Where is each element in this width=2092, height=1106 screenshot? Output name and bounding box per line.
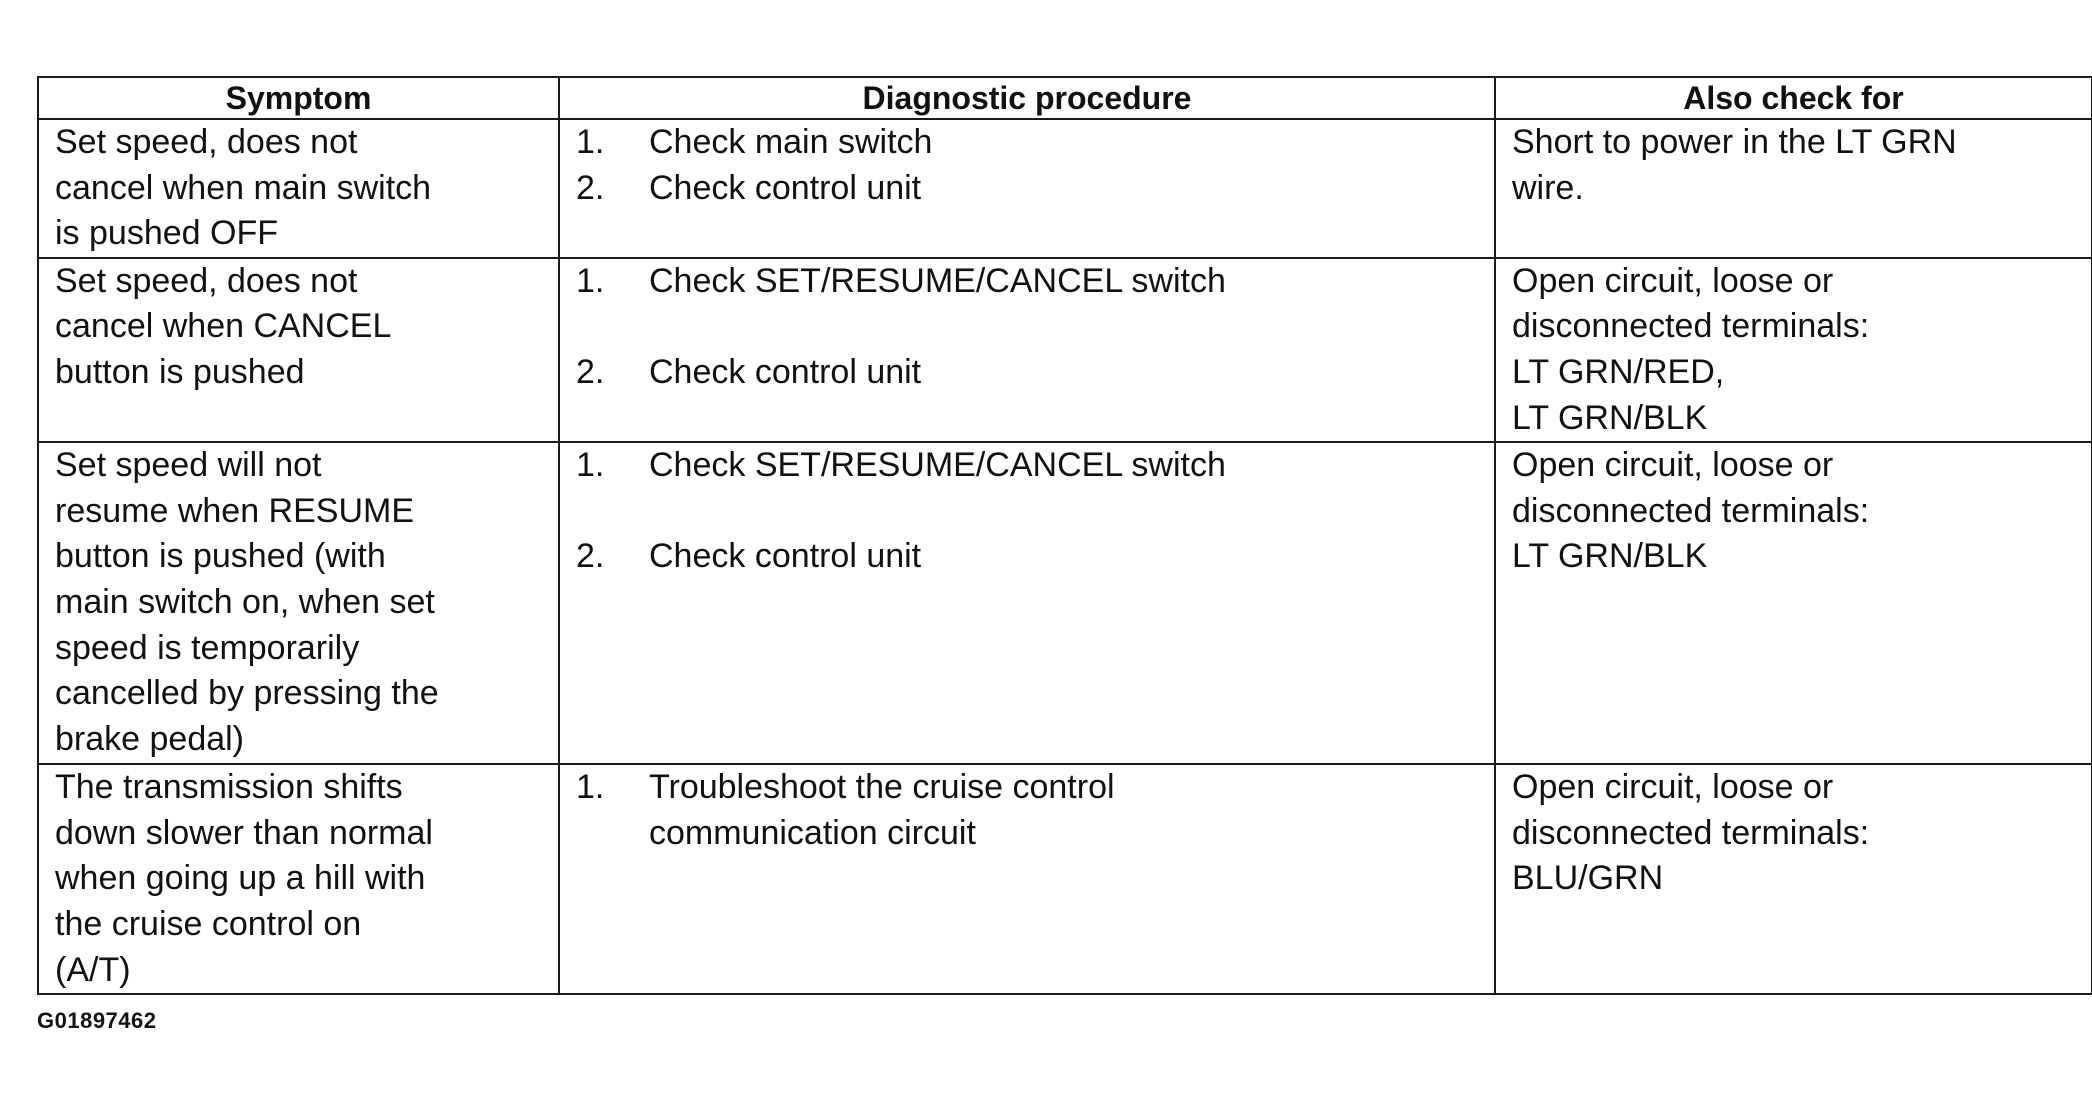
procedure-cell: 1. Troubleshoot the cruise control commun…	[558, 763, 1496, 996]
step-number: 2.	[576, 168, 605, 207]
step-text: Check control unit	[649, 352, 922, 391]
table-row: Set speed will not resume when RESUME bu…	[37, 441, 2092, 766]
step-number: 2.	[576, 352, 605, 391]
header-diagnostic-procedure: Diagnostic procedure	[558, 76, 1496, 120]
table-row: Set speed, does not cancel when main swi…	[37, 118, 2092, 259]
step-number: 1.	[576, 768, 605, 807]
procedure-steps: 1. Check main switch 2. Check control unit	[576, 120, 1480, 211]
step-text: Check control unit	[649, 168, 922, 207]
step-number: 1.	[576, 446, 605, 485]
figure-id: G01897462	[37, 1008, 157, 1033]
step-text: Check SET/RESUME/CANCEL switch	[649, 446, 1226, 485]
step-number: 1.	[576, 261, 605, 300]
also-check-cell: Open circuit, loose or disconnected term…	[1494, 256, 2092, 444]
procedure-cell: 1. Check main switch 2. Check control unit	[558, 118, 1496, 259]
also-check-text: Open circuit, loose or disconnected term…	[1512, 446, 1870, 576]
procedure-cell: 1. Check SET/RESUME/CANCEL switch 2. Check…	[558, 441, 1496, 766]
step-text: Check SET/RESUME/CANCEL switch	[649, 261, 1226, 300]
table-row: The transmission shifts down slower than…	[37, 763, 2092, 996]
step-text: Troubleshoot the cruise control communic…	[649, 768, 1115, 852]
step-text: Check control unit	[649, 537, 922, 576]
also-check-text: Short to power in the LT GRN wire.	[1512, 123, 1957, 207]
procedure-step: 1. Troubleshoot the cruise control commun…	[576, 765, 1480, 856]
symptom-cell: Set speed, does not cancel when CANCEL b…	[37, 256, 560, 444]
also-check-cell: Short to power in the LT GRN wire.	[1494, 118, 2092, 259]
table-row: Set speed, does not cancel when CANCEL b…	[37, 256, 2092, 444]
header-also-check-for: Also check for	[1494, 76, 2092, 120]
symptom-cell: Set speed, does not cancel when main swi…	[37, 118, 560, 259]
also-check-text: Open circuit, loose or disconnected term…	[1512, 768, 1870, 898]
symptom-cell: Set speed will not resume when RESUME bu…	[37, 441, 560, 766]
diagnostic-table: Symptom Diagnostic procedure Also check …	[37, 76, 2092, 996]
procedure-steps: 1. Troubleshoot the cruise control commun…	[576, 765, 1480, 856]
symptom-text: Set speed will not resume when RESUME bu…	[55, 446, 439, 758]
procedure-step: 2. Check control unit	[576, 534, 1480, 580]
header-symptom: Symptom	[37, 76, 560, 120]
procedure-cell: 1. Check SET/RESUME/CANCEL switch 2. Check…	[558, 256, 1496, 444]
table-header-row: Symptom Diagnostic procedure Also check …	[37, 76, 2092, 120]
procedure-step: 1. Check SET/RESUME/CANCEL switch	[576, 259, 1480, 305]
also-check-cell: Open circuit, loose or disconnected term…	[1494, 763, 2092, 996]
procedure-step: 1. Check SET/RESUME/CANCEL switch	[576, 443, 1480, 489]
procedure-steps: 1. Check SET/RESUME/CANCEL switch 2. Check…	[576, 259, 1480, 396]
symptom-text: Set speed, does not cancel when main swi…	[55, 123, 432, 253]
symptom-cell: The transmission shifts down slower than…	[37, 763, 560, 996]
symptom-text: Set speed, does not cancel when CANCEL b…	[55, 261, 392, 391]
symptom-text: The transmission shifts down slower than…	[55, 768, 433, 989]
procedure-step: 2. Check control unit	[576, 350, 1480, 396]
also-check-cell: Open circuit, loose or disconnected term…	[1494, 441, 2092, 766]
procedure-steps: 1. Check SET/RESUME/CANCEL switch 2. Check…	[576, 443, 1480, 580]
procedure-step: 1. Check main switch	[576, 120, 1480, 166]
procedure-step: 2. Check control unit	[576, 166, 1480, 212]
also-check-text: Open circuit, loose or disconnected term…	[1512, 261, 1870, 437]
step-number: 2.	[576, 537, 605, 576]
step-number: 1.	[576, 123, 605, 161]
step-text: Check main switch	[649, 123, 933, 161]
